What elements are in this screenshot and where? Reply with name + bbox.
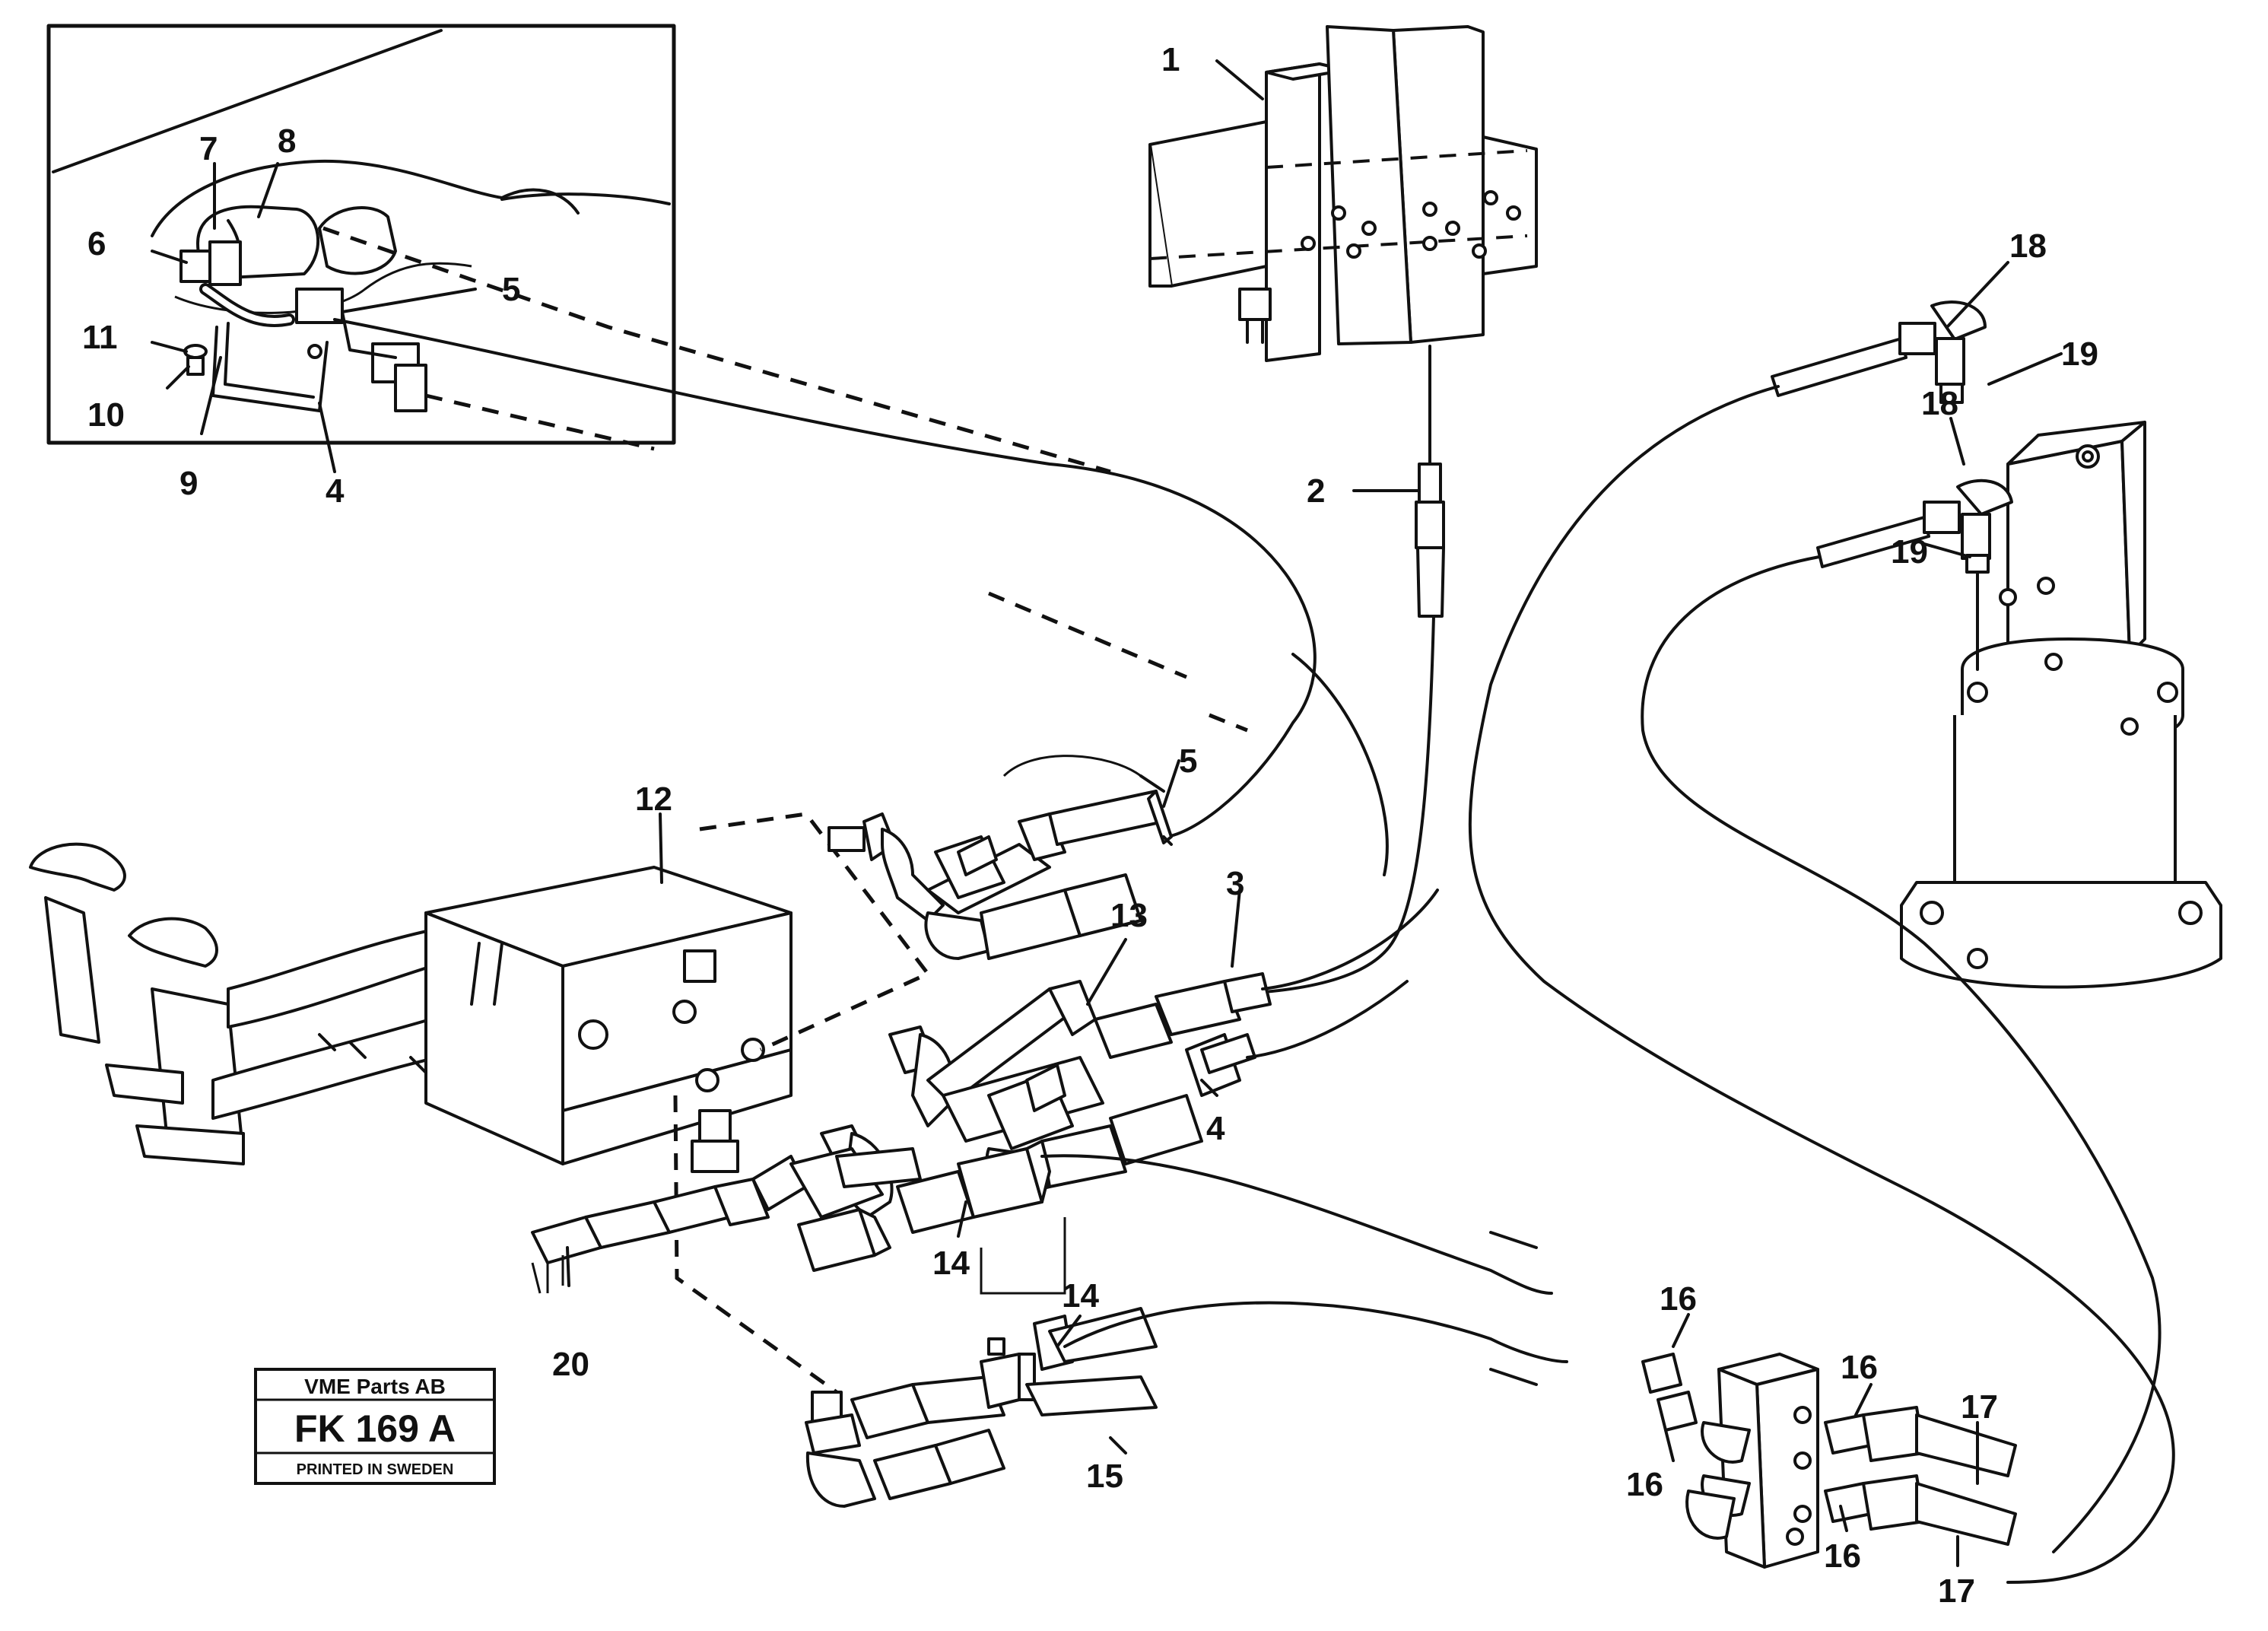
- callout-19-a: 19: [2061, 335, 2098, 373]
- hose-5-long: [333, 318, 1389, 876]
- leader-lines: [151, 59, 2063, 1567]
- brake-valve-pedals: [29, 842, 793, 1165]
- distribution-block: [1641, 1353, 2017, 1569]
- callout-16-b: 16: [1626, 1466, 1663, 1503]
- inset-detail: [46, 24, 676, 445]
- callout-10: 10: [87, 396, 125, 434]
- callout-9: 9: [179, 465, 198, 502]
- lower-tee: [805, 1217, 1568, 1508]
- callout-labels: 1 2 3 4 4 5 5 6 7 8 9 10 11 12 13 14 14 …: [82, 41, 2098, 1610]
- callout-14: 14: [932, 1245, 970, 1282]
- callout-4-inset: 4: [326, 472, 345, 510]
- callout-19-b: 19: [1891, 533, 1928, 571]
- tee-junction: [531, 1109, 1553, 1295]
- steering-cylinder: [1900, 421, 2222, 989]
- callout-5: 5: [1179, 742, 1197, 780]
- cylinder-bolts: [1920, 577, 2203, 969]
- callout-2: 2: [1307, 472, 1325, 510]
- callout-7: 7: [199, 130, 218, 167]
- callout-12: 12: [635, 781, 672, 818]
- callout-5-inset: 5: [502, 271, 520, 308]
- cylinder-hoses: [1468, 300, 2175, 1584]
- valve-unit: [1148, 25, 1538, 362]
- callout-15: 15: [1086, 1458, 1123, 1495]
- callout-18-a: 18: [2009, 227, 2047, 265]
- callout-16-a: 16: [1660, 1280, 1697, 1318]
- stamp-company: VME Parts AB: [304, 1375, 446, 1398]
- callout-17-b: 17: [1938, 1572, 1975, 1610]
- callout-13: 13: [1110, 897, 1148, 934]
- fitting-cluster-upper: [827, 755, 1173, 960]
- callout-16-c: 16: [1841, 1349, 1878, 1386]
- dashed-connections: [322, 226, 1538, 1394]
- callout-14-lower: 14: [1062, 1277, 1099, 1315]
- callout-1: 1: [1161, 41, 1180, 78]
- valve-ports: [1301, 190, 1521, 259]
- stamp-code: FK 169 A: [294, 1407, 456, 1450]
- callout-8: 8: [278, 122, 296, 160]
- stamp-printed: PRINTED IN SWEDEN: [297, 1461, 454, 1478]
- hose-2: [1253, 345, 1445, 994]
- callout-18-b: 18: [1921, 385, 1958, 422]
- parts-stamp: VME Parts AB FK 169 A PRINTED IN SWEDEN: [254, 1368, 496, 1485]
- callout-4: 4: [1206, 1110, 1225, 1147]
- callout-11: 11: [82, 319, 118, 356]
- callout-20: 20: [552, 1346, 589, 1383]
- callout-17-a: 17: [1961, 1388, 1998, 1426]
- callout-3: 3: [1226, 865, 1244, 902]
- callout-16-d: 16: [1824, 1537, 1861, 1575]
- callout-6: 6: [87, 225, 106, 262]
